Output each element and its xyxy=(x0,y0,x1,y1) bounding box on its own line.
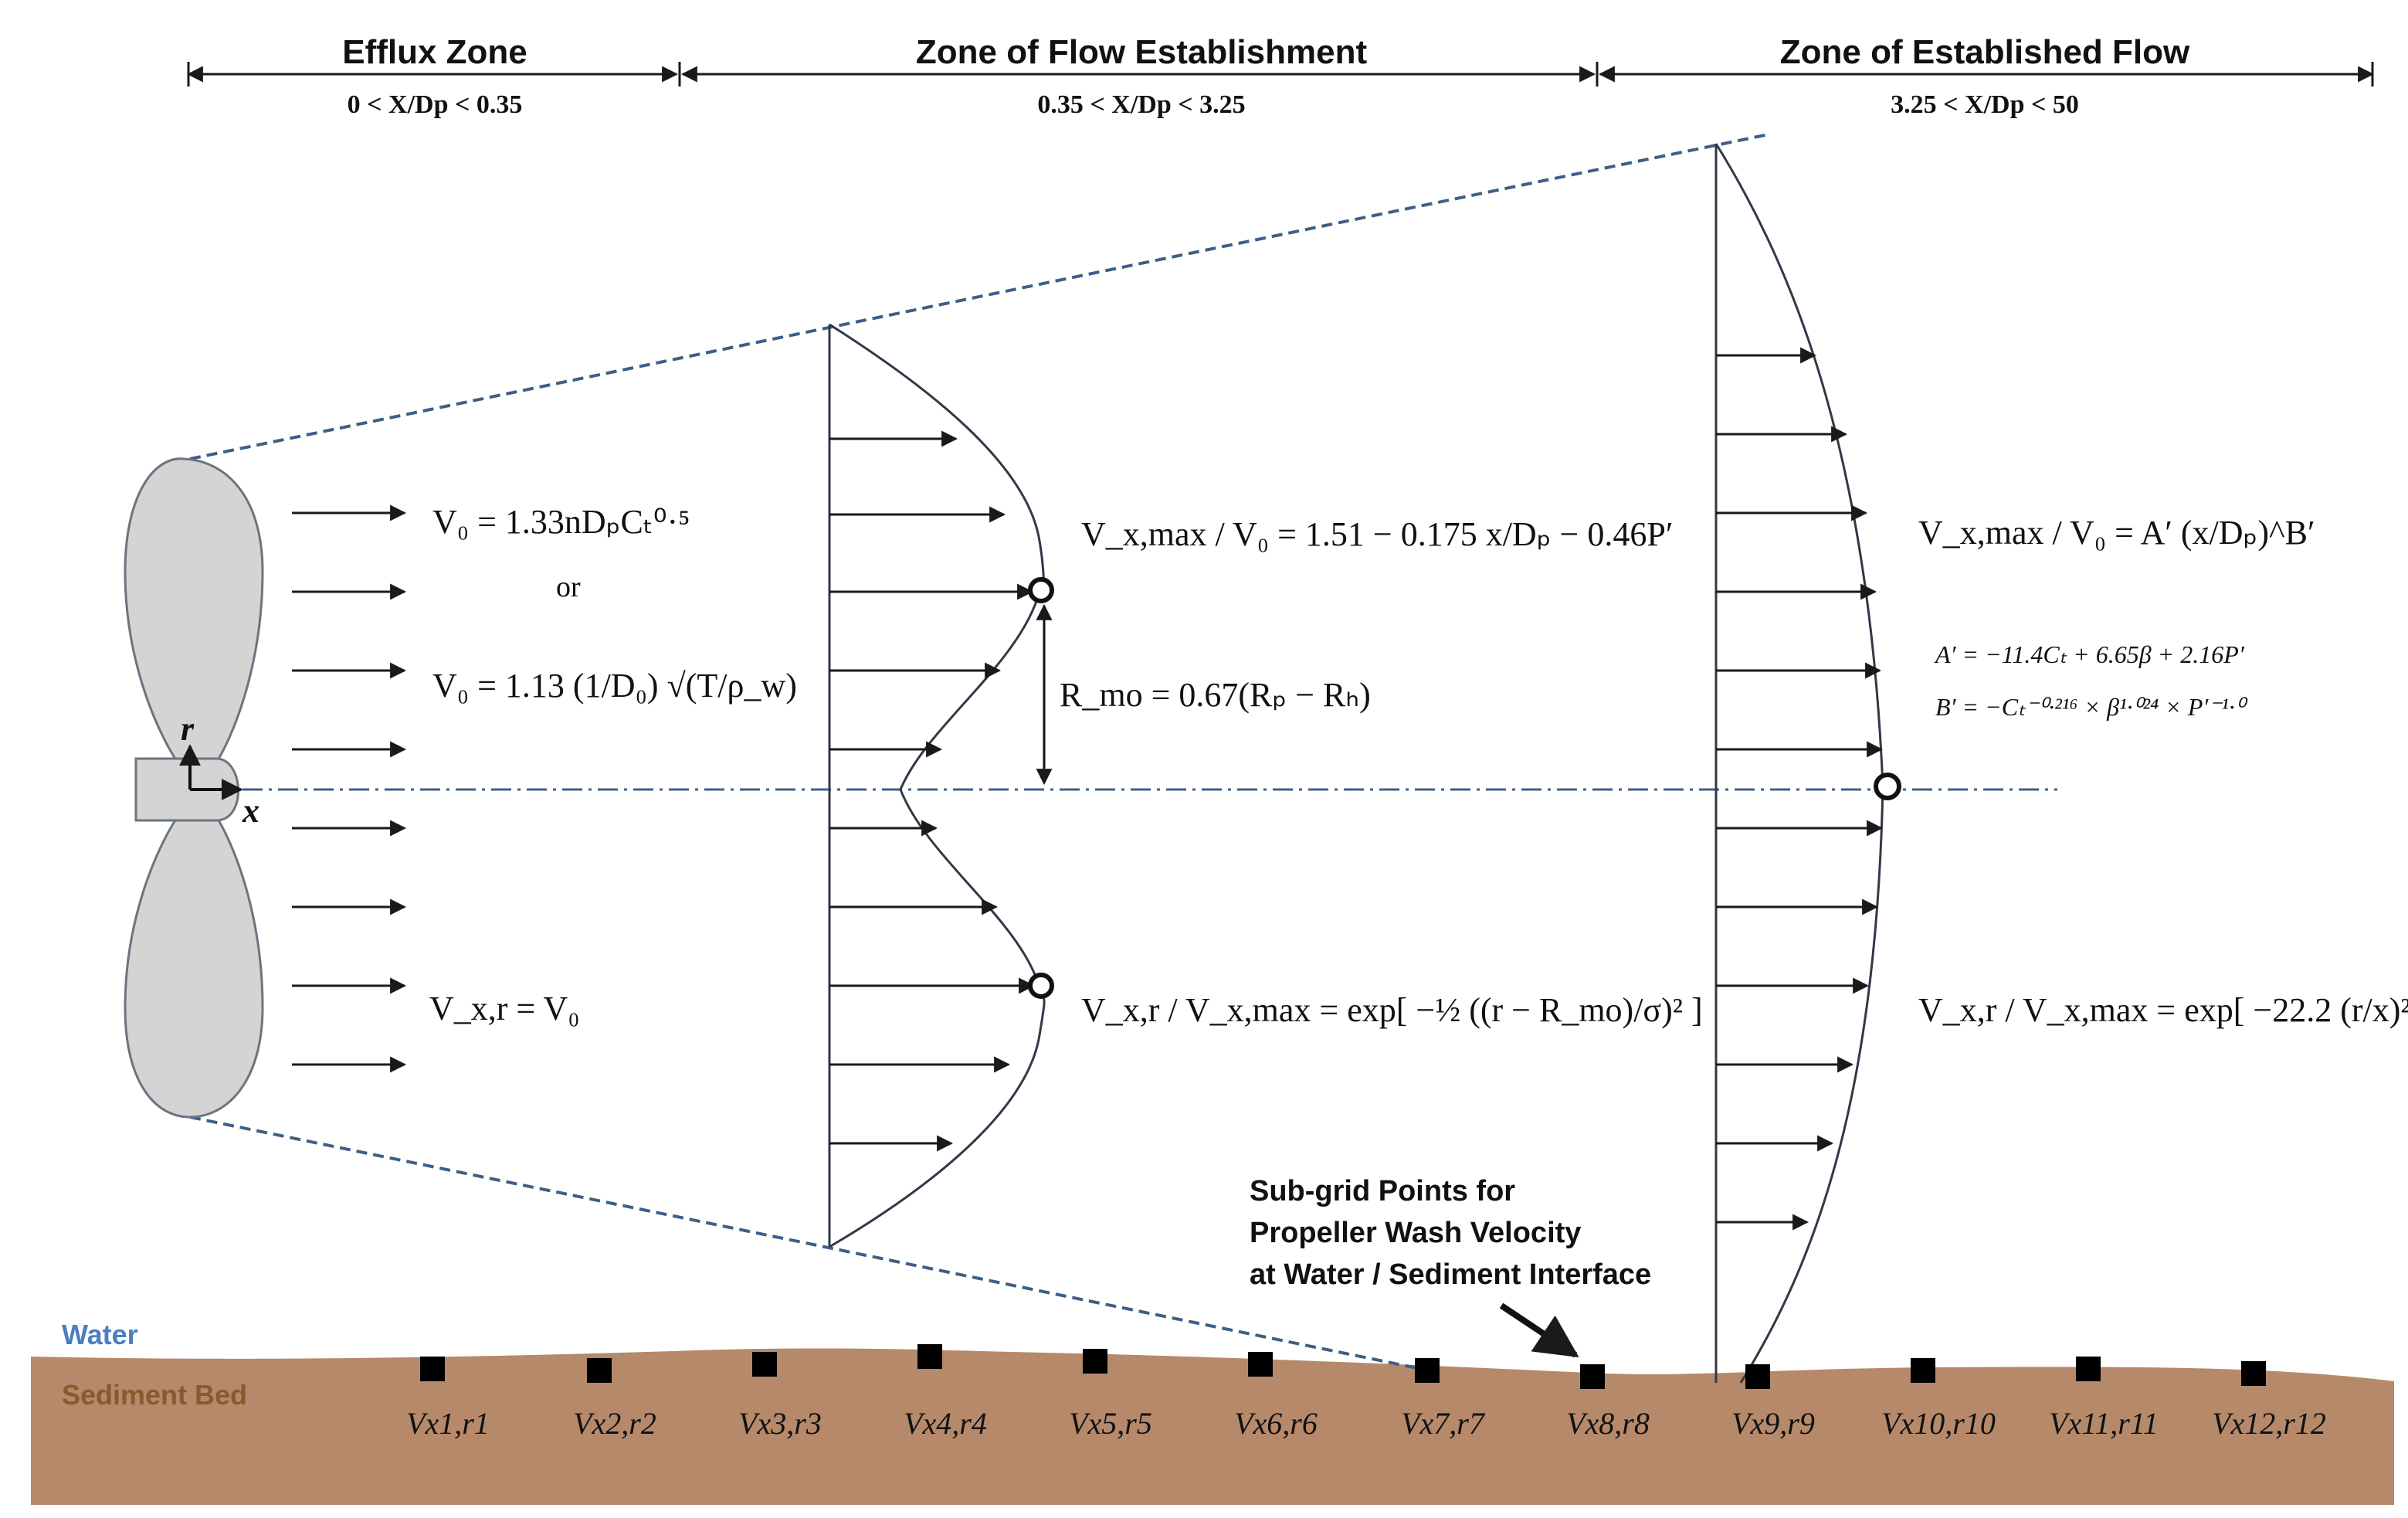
zfe-velocity-profile xyxy=(829,323,1046,1248)
subgrid-point-label-10: Vx10,r10 xyxy=(1881,1406,1996,1441)
subgrid-point-label-12: Vx12,r12 xyxy=(2212,1406,2326,1441)
zone-header-bar xyxy=(186,62,2375,87)
subgrid-point-marker-8 xyxy=(1580,1364,1605,1389)
subgrid-note-line1: Sub-grid Points for xyxy=(1250,1175,1515,1207)
zone-established-title: Zone of Established Flow xyxy=(1780,33,2190,71)
zfe-eq-vmax: V_x,max / V₀ = 1.51 − 0.175 x/Dₚ − 0.46P… xyxy=(1081,515,1673,553)
sediment-bed-label: Sediment Bed xyxy=(62,1379,247,1411)
subgrid-point-label-11: Vx11,r11 xyxy=(2049,1406,2159,1441)
subgrid-point-marker-6 xyxy=(1248,1352,1273,1377)
subgrid-point-marker-3 xyxy=(752,1352,777,1377)
zef-eq-a-prime: A′ = −11.4Cₜ + 6.65β + 2.16P′ xyxy=(1934,640,2245,668)
zone-establishment-title: Zone of Flow Establishment xyxy=(916,33,1368,71)
zef-velocity-profile xyxy=(1714,143,1884,1384)
efflux-velocity-arrows xyxy=(292,504,407,1073)
subgrid-point-marker-1 xyxy=(420,1357,445,1381)
axis-indicator xyxy=(179,744,243,800)
axis-r-label: r xyxy=(181,710,195,748)
subgrid-point-label-9: Vx9,r9 xyxy=(1731,1406,1815,1441)
water-label: Water xyxy=(62,1319,138,1350)
subgrid-point-marker-11 xyxy=(2076,1357,2101,1381)
zfe-eq-vxr: V_x,r / V_x,max = exp[ −½ ((r − R_mo)/σ)… xyxy=(1081,991,1703,1029)
subgrid-point-label-2: Vx2,r2 xyxy=(573,1406,656,1441)
zfe-max-point-upper xyxy=(1028,577,1054,603)
subgrid-note-line3: at Water / Sediment Interface xyxy=(1250,1258,1651,1291)
sediment-bed xyxy=(31,1348,2394,1505)
jet-envelope xyxy=(189,133,1769,1372)
zone-efflux-range: 0 < X/Dp < 0.35 xyxy=(348,90,523,119)
subgrid-point-marker-10 xyxy=(1911,1358,1935,1383)
zone-established-range: 3.25 < X/Dp < 50 xyxy=(1891,90,2079,119)
subgrid-point-label-6: Vx6,r6 xyxy=(1234,1406,1318,1441)
subgrid-points: Vx1,r1 Vx2,r2 Vx3,r3 Vx4,r4 Vx5,r5 Vx6,r6 Vx7,… xyxy=(406,1344,2326,1441)
zfe-velocity-arrows xyxy=(829,430,1036,1152)
zef-eq-b-prime: B′ = −Cₜ⁻⁰·²¹⁶ × β¹·⁰²⁴ × P′⁻¹·⁰ xyxy=(1935,693,2248,721)
axis-x-label: x xyxy=(242,792,259,830)
zef-eq-vmax: V_x,max / V₀ = A′ (x/Dₚ)^B′ xyxy=(1918,514,2315,552)
zef-velocity-arrows xyxy=(1716,347,1884,1231)
subgrid-point-marker-5 xyxy=(1083,1349,1107,1374)
subgrid-point-marker-4 xyxy=(917,1344,942,1369)
propeller xyxy=(124,457,264,1119)
subgrid-point-label-4: Vx4,r4 xyxy=(904,1406,987,1441)
subgrid-point-label-8: Vx8,r8 xyxy=(1566,1406,1650,1441)
subgrid-point-marker-2 xyxy=(587,1358,612,1383)
subgrid-point-label-5: Vx5,r5 xyxy=(1069,1406,1152,1441)
efflux-eq-v0-primary: V₀ = 1.33nDₚCₜ⁰·⁵ xyxy=(432,503,690,541)
zone-efflux-title: Efflux Zone xyxy=(342,33,527,71)
subgrid-point-label-1: Vx1,r1 xyxy=(406,1406,490,1441)
efflux-eq-v0-alt: V₀ = 1.13 (1/D₀) √(T/ρ_w) xyxy=(432,667,797,705)
zone-establishment-range: 0.35 < X/Dp < 3.25 xyxy=(1037,90,1245,119)
subgrid-point-label-3: Vx3,r3 xyxy=(738,1406,822,1441)
subgrid-note-line2: Propeller Wash Velocity xyxy=(1250,1217,1581,1249)
subgrid-point-marker-7 xyxy=(1415,1358,1440,1383)
efflux-eq-or: or xyxy=(556,571,581,603)
zfe-eq-rmo: R_mo = 0.67(Rₚ − Rₕ) xyxy=(1060,676,1371,714)
subgrid-note-arrow xyxy=(1499,1302,1579,1358)
zfe-max-point-lower xyxy=(1028,973,1054,999)
subgrid-point-marker-9 xyxy=(1745,1364,1770,1389)
zef-centerline-max-point xyxy=(1874,773,1901,800)
subgrid-point-label-7: Vx7,r7 xyxy=(1401,1406,1486,1441)
efflux-eq-vxr: V_x,r = V₀ xyxy=(429,990,580,1027)
subgrid-point-marker-12 xyxy=(2241,1361,2266,1386)
zef-eq-vxr: V_x,r / V_x,max = exp[ −22.2 (r/x)² ] xyxy=(1918,991,2408,1029)
